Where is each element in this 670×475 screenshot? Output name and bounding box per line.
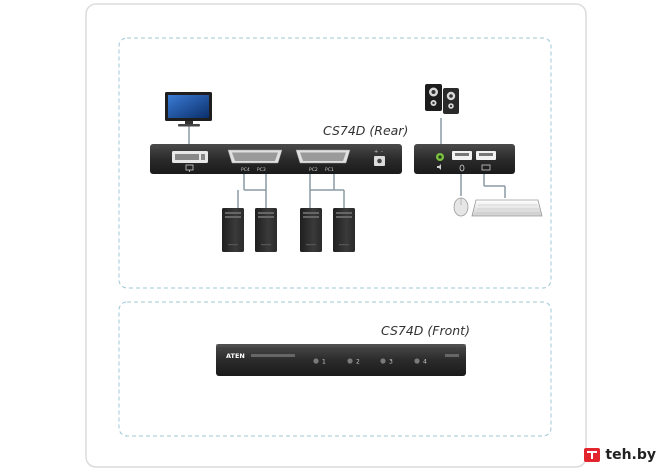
- rear-panel-frame: [118, 37, 552, 289]
- port-label-pc2: PC2: [309, 167, 318, 173]
- front-brand-logo: ATEN: [226, 352, 245, 360]
- pc-tower-icon: [300, 208, 322, 252]
- combo-port-pc4-pc3: [227, 149, 283, 164]
- rear-label: CS74D (Rear): [323, 123, 408, 138]
- pc-tower-icon: [255, 208, 277, 252]
- port-label-pc4: PC4: [241, 167, 250, 173]
- speaker-port-icon: [437, 164, 441, 170]
- shop-logo-icon: [584, 448, 601, 462]
- mouse-port-icon: [459, 164, 465, 172]
- front-panel-frame: [118, 301, 552, 437]
- front-port-label: 2: [356, 359, 360, 366]
- usb-port-keyboard: [476, 151, 496, 160]
- kvm-rear-side-unit: [414, 144, 515, 174]
- watermark: teh.by: [583, 445, 656, 465]
- mouse-icon: [453, 197, 469, 217]
- kvm-front-unit: ATEN 1 2 3 4: [216, 344, 466, 376]
- speakers-icon: [425, 84, 459, 114]
- port-label-pc1: PC1: [325, 167, 334, 173]
- port-label-pc3: PC3: [257, 167, 266, 173]
- front-port-button-2[interactable]: 2: [347, 358, 360, 366]
- svg-text:+: +: [374, 149, 378, 155]
- front-small-strip: [445, 354, 459, 357]
- front-port-label: 4: [423, 359, 427, 366]
- monitor-port-icon: [185, 164, 194, 172]
- dvi-port: [172, 151, 208, 163]
- front-port-label: 3: [389, 359, 393, 366]
- audio-jack: [436, 153, 444, 161]
- kvm-rear-main-unit: PC4 PC3 PC2 PC1 + -: [150, 144, 402, 174]
- front-label: CS74D (Front): [381, 323, 470, 338]
- pc-tower-icon: [222, 208, 244, 252]
- cables: [188, 118, 506, 208]
- front-model-strip: [251, 354, 295, 357]
- front-port-button-1[interactable]: 1: [313, 358, 326, 366]
- front-port-label: 1: [322, 359, 326, 366]
- combo-port-pc2-pc1: [295, 149, 351, 164]
- svg-text:-: -: [381, 149, 383, 155]
- usb-port-mouse: [452, 151, 472, 160]
- front-port-button-4[interactable]: 4: [414, 358, 427, 366]
- monitor-icon: [165, 92, 212, 127]
- power-plug-icon: + -: [374, 149, 385, 166]
- pc-tower-icon: [333, 208, 355, 252]
- front-port-button-3[interactable]: 3: [380, 358, 393, 366]
- keyboard-icon: [471, 199, 543, 217]
- watermark-text: teh.by: [605, 447, 656, 463]
- keyboard-port-icon: [481, 164, 491, 171]
